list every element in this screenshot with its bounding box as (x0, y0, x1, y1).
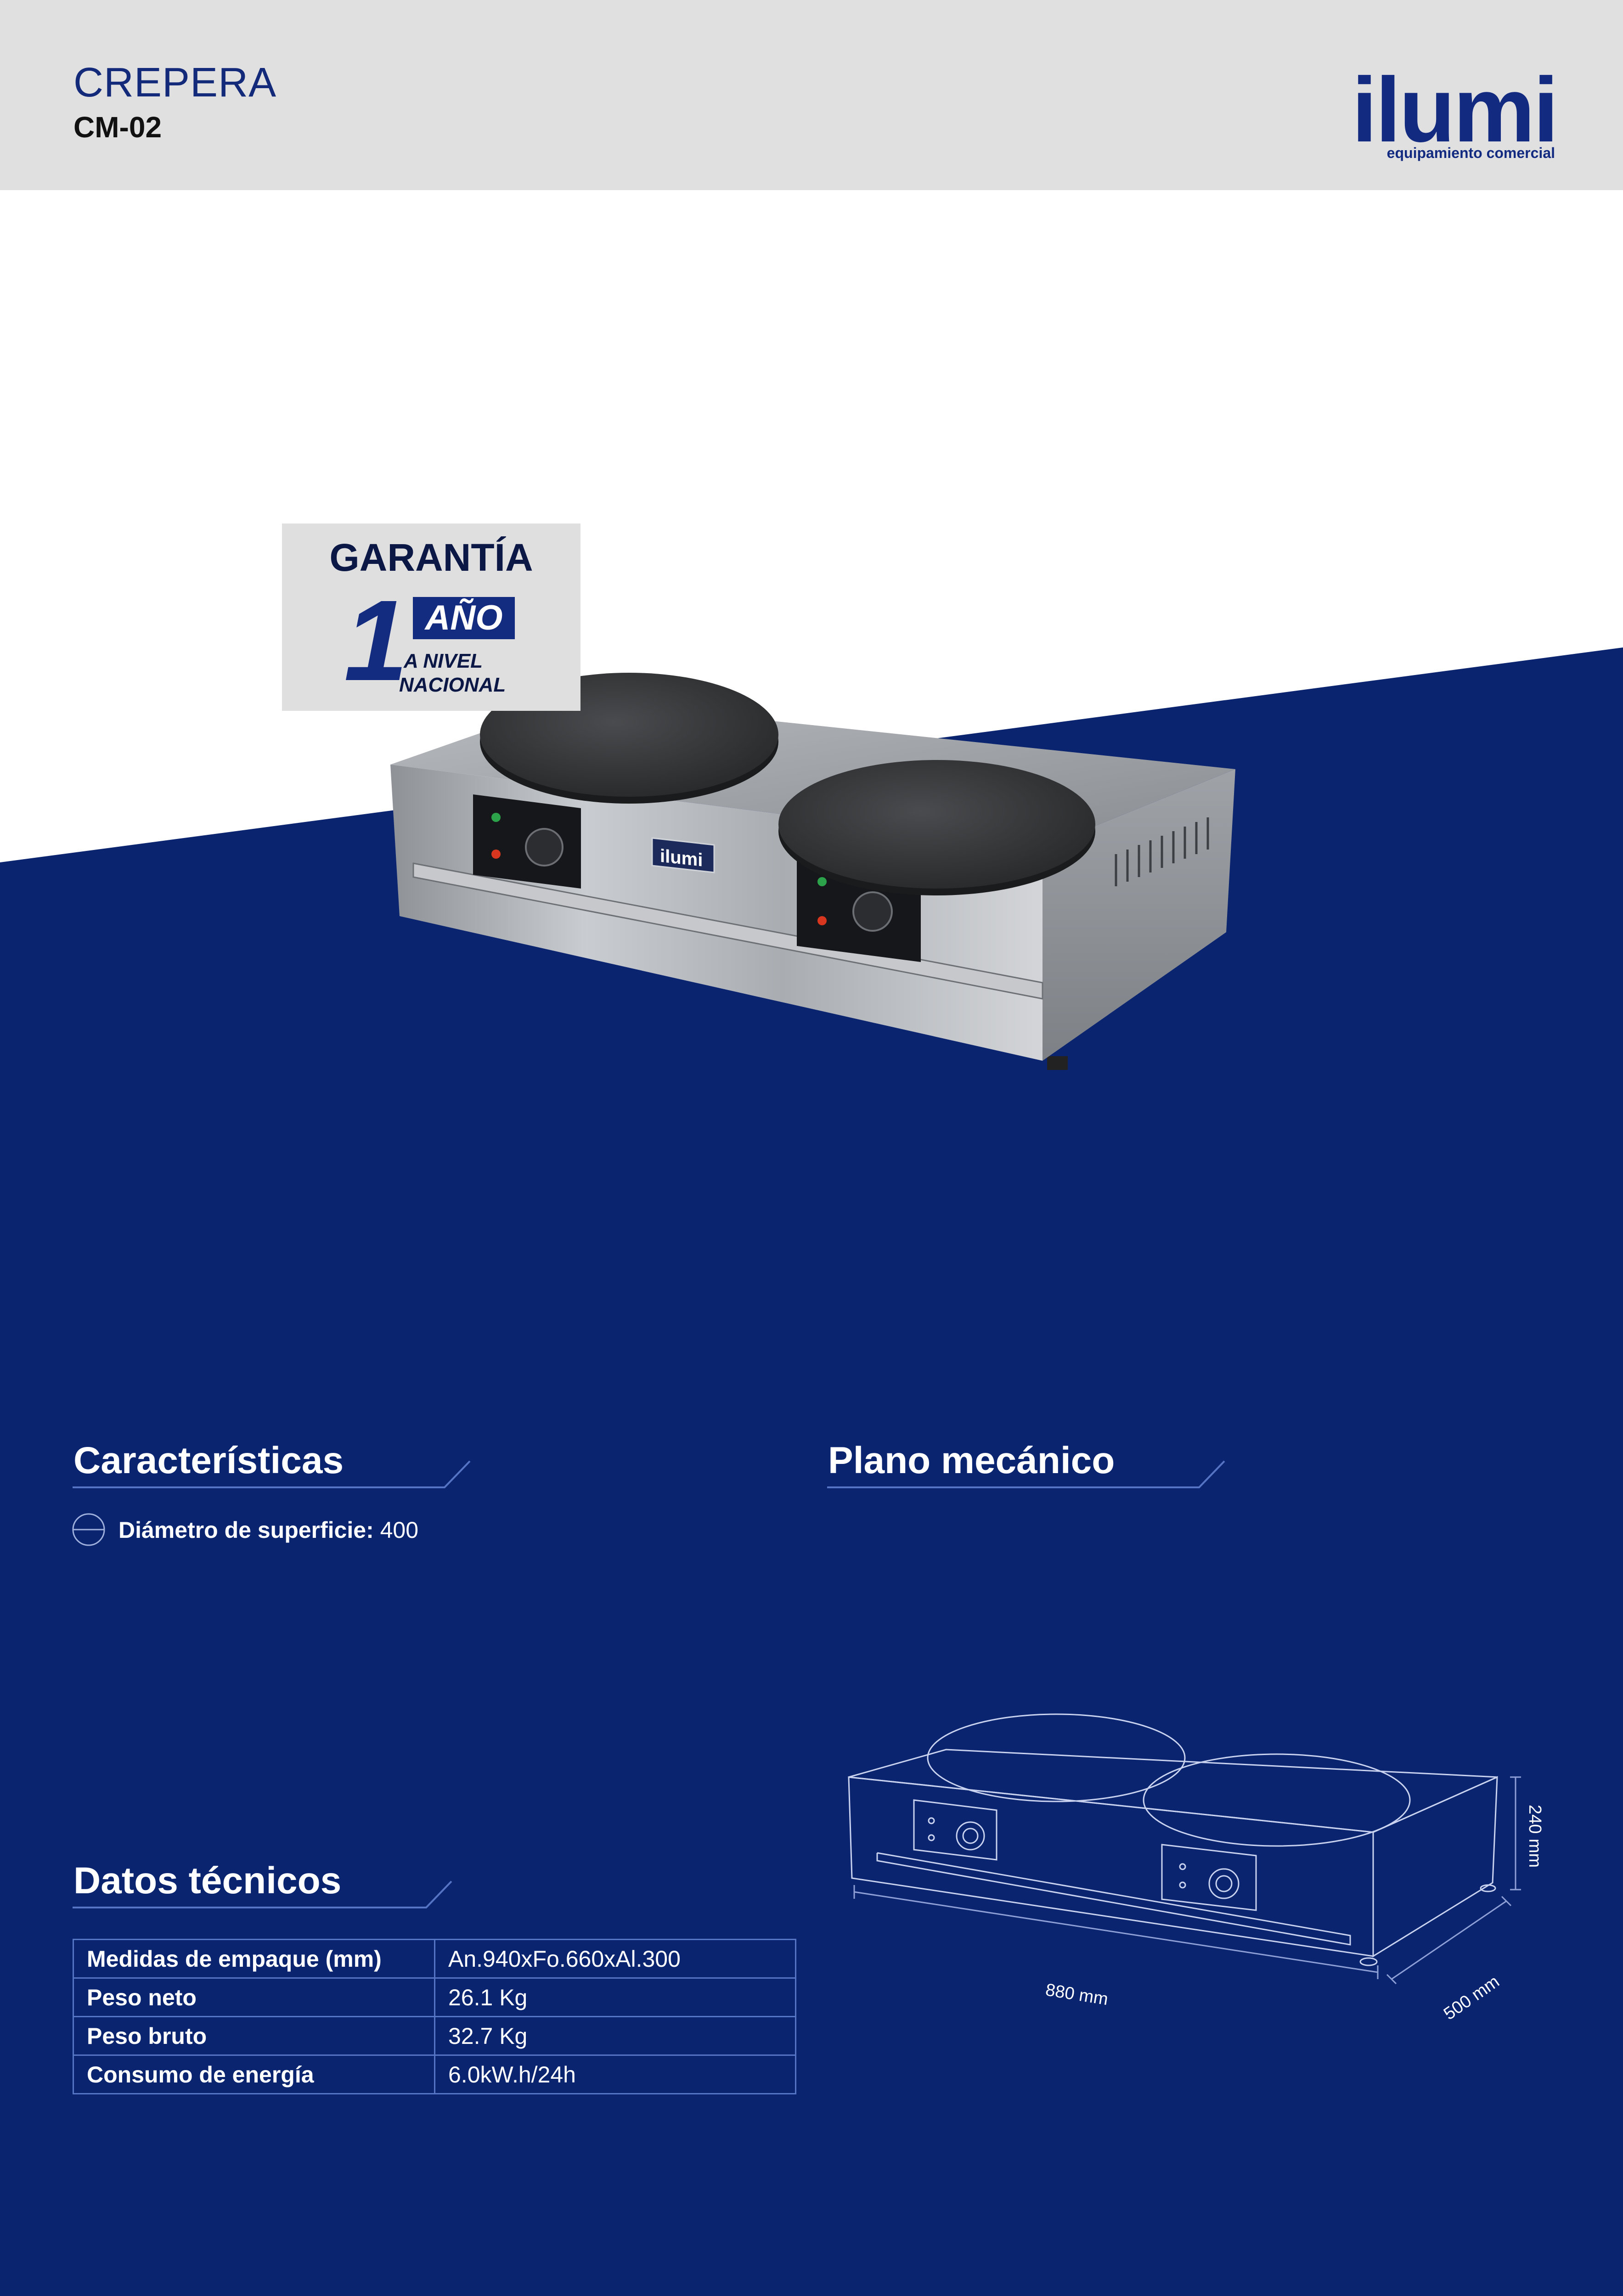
drawing-panel-right (1161, 1844, 1257, 1911)
spec-value: 32.7 Kg (434, 2016, 796, 2056)
drawing-knob-inner (962, 1828, 979, 1844)
spec-label: Consumo de energía (73, 2054, 435, 2094)
table-row: Consumo de energía 6.0kW.h/24h (73, 2054, 796, 2094)
spec-value: 26.1 Kg (434, 1977, 796, 2017)
brand-logo: ilumi equipamiento comercial (1341, 64, 1559, 165)
spec-label: Peso neto (73, 1977, 435, 2017)
product-title: CREPERA (73, 60, 277, 106)
drawing-light (928, 1834, 935, 1841)
drawing-light (1179, 1863, 1186, 1870)
indicator-light (817, 916, 827, 925)
warranty-badge: GARANTÍA 1 AÑO A NIVEL NACIONAL (282, 523, 580, 711)
drawing-foot (1359, 1957, 1378, 1966)
brand-name: ilumi (1352, 59, 1559, 161)
feature-label: Diámetro de superficie: (118, 1517, 374, 1543)
indicator-light (817, 877, 827, 886)
drawing-drip-bar (876, 1852, 1351, 1946)
thermostat-knob (525, 828, 564, 867)
table-row: Medidas de empaque (mm) An.940xFo.660xAl… (73, 1939, 796, 1979)
spec-value: 6.0kW.h/24h (434, 2054, 796, 2094)
drawing-plate-left (927, 1713, 1186, 1802)
drawing-knob (1208, 1868, 1240, 1899)
depth-dimension-label: 500 mm (1440, 1972, 1503, 2024)
feature-value: 400 (380, 1517, 419, 1543)
product-model: CM-02 (73, 111, 162, 144)
width-dimension-label: 880 mm (1044, 1980, 1110, 2009)
warranty-unit: AÑO (413, 597, 515, 639)
warranty-coverage-line1: A NIVEL (404, 650, 483, 672)
height-dimension-label: 240 mm (1525, 1805, 1544, 1868)
diameter-icon (72, 1513, 105, 1546)
vent-slots (1115, 817, 1209, 886)
brand-plate-text: ilumi (660, 846, 703, 871)
drawing-foot (1480, 1884, 1496, 1892)
features-heading: Características (73, 1440, 344, 1481)
feature-text: Diámetro de superficie: 400 (118, 1519, 418, 1542)
features-heading-underline (73, 1460, 471, 1488)
indicator-light (491, 813, 501, 822)
mechanical-drawing: 880 mm 500 mm 240 mm (848, 1713, 1544, 2024)
warranty-number: 1 (344, 576, 408, 704)
spec-label: Medidas de empaque (mm) (73, 1939, 435, 1979)
foot (1047, 1056, 1068, 1070)
table-row: Peso bruto 32.7 Kg (73, 2016, 796, 2056)
drawing-plate-right (1143, 1753, 1411, 1847)
width-dimension-line (854, 1891, 1378, 1973)
drawing-knob-inner (1215, 1875, 1233, 1892)
mechanical-heading: Plano mecánico (828, 1440, 1115, 1481)
warranty-coverage-line2: NACIONAL (399, 674, 506, 696)
warranty-title: GARANTÍA (329, 536, 533, 579)
indicator-light (491, 850, 501, 859)
drawing-knob (956, 1821, 985, 1851)
brand-tagline: equipamiento comercial (1386, 145, 1555, 161)
drawing-light (928, 1817, 935, 1824)
technical-heading: Datos técnicos (73, 1860, 342, 1902)
technical-heading-underline (73, 1880, 452, 1908)
brand-plate (651, 837, 715, 873)
mechanical-heading-underline (827, 1460, 1225, 1488)
thermostat-knob (852, 891, 893, 932)
product-photo: ilumi (390, 673, 1235, 1070)
technical-specs-table: Medidas de empaque (mm) An.940xFo.660xAl… (73, 1939, 796, 2094)
header-bar: CREPERA CM-02 ilumi equipamiento comerci… (0, 0, 1623, 190)
table-row: Peso neto 26.1 Kg (73, 1977, 796, 2017)
drawing-front-face (848, 1776, 1374, 1957)
hot-plate-right (778, 760, 1095, 889)
spec-value: An.940xFo.660xAl.300 (434, 1939, 796, 1979)
depth-dimension-line (1391, 1900, 1507, 1980)
drawing-light (1179, 1881, 1186, 1889)
spec-label: Peso bruto (73, 2016, 435, 2056)
drawing-panel-left (913, 1799, 997, 1861)
drawing-side-face (1372, 1776, 1498, 1958)
